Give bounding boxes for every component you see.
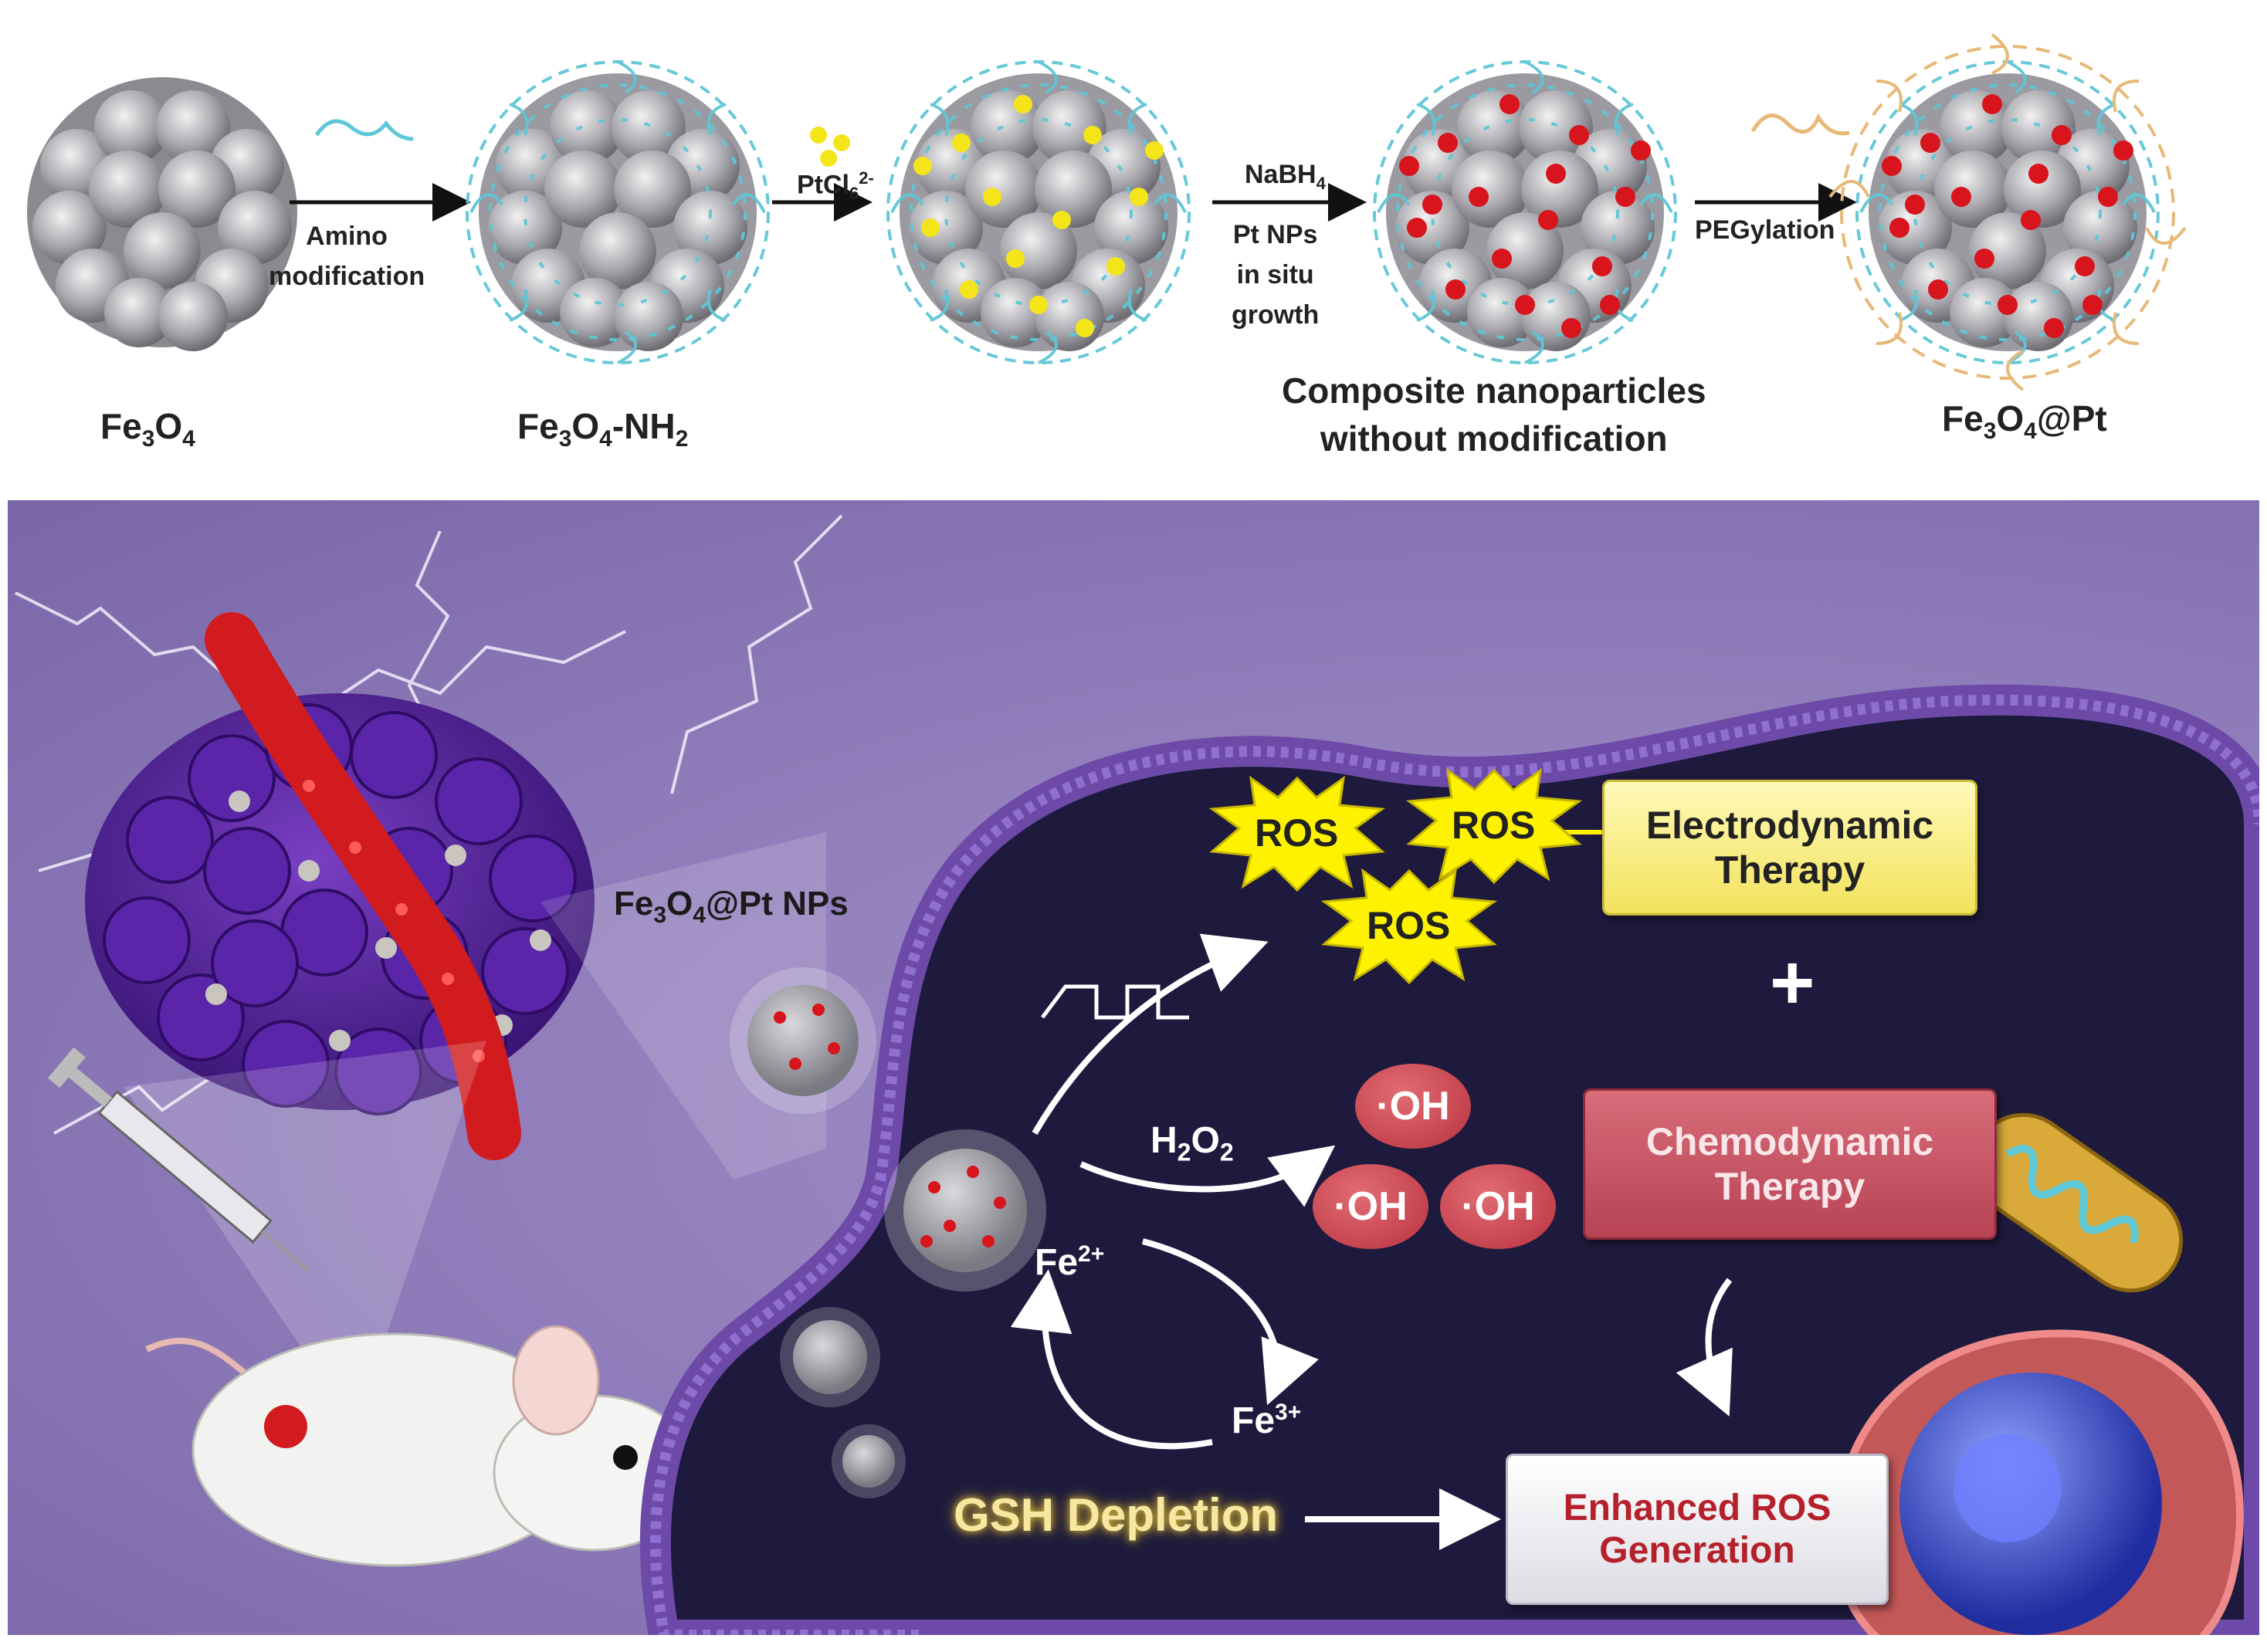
- arrow-fe3-to-fe2: [1010, 1269, 1213, 1450]
- nanoparticle-large: [884, 1129, 1046, 1291]
- label-h2o2: H2O2: [1150, 1120, 1234, 1166]
- composite-particle: [1373, 60, 1677, 364]
- syringe: [48, 1047, 310, 1273]
- amine-ligand-icon: [314, 119, 414, 141]
- step-ptcl: PtCl62-: [797, 168, 874, 204]
- ptcl-loaded-particle: [886, 60, 1191, 364]
- arrow-cdt-down: [1676, 1278, 1733, 1417]
- oh-bubble-2: ·OH: [1313, 1164, 1428, 1249]
- step-pegylation: PEGylation: [1695, 215, 1835, 245]
- arrow-fe2-to-fe3: [1141, 1238, 1319, 1406]
- nanoparticle-membrane: [730, 967, 876, 1114]
- plus-sign: +: [1770, 939, 1815, 1026]
- label-gsh-depletion: GSH Depletion: [954, 1489, 1279, 1541]
- label-fe3o4: Fe3O4: [100, 406, 195, 452]
- label-fe3: Fe3+: [1232, 1400, 1302, 1441]
- nanoparticle-small: [780, 1307, 880, 1407]
- ros-star-1: [1208, 775, 1386, 892]
- label-nps: Fe3O4@Pt NPs: [614, 885, 849, 928]
- arrow-to-ros: [1032, 933, 1269, 1136]
- fe3o4-nh2-particle: [466, 60, 770, 364]
- ros-star-2: [1405, 767, 1583, 885]
- step-nabh4: NaBH4: [1245, 160, 1326, 193]
- oh-bubble-3: ·OH: [1440, 1164, 1556, 1249]
- tumor-site-marker: [264, 1405, 307, 1448]
- label-fe3o4-nh2: Fe3O4-NH2: [517, 406, 689, 452]
- mouse: [145, 1325, 696, 1567]
- ros-text-3: ROS: [1367, 904, 1451, 947]
- nucleus: [1833, 1329, 2244, 1635]
- label-fe2: Fe2+: [1035, 1241, 1105, 1283]
- ros-star-3: [1320, 868, 1498, 985]
- mechanism-graphics: [15, 514, 2259, 1635]
- synthesis-graphics: [27, 33, 2187, 391]
- peg-chain-icon: [1750, 113, 1850, 136]
- blood-vessel: [205, 612, 521, 1160]
- label-fe3o4-pt: Fe3O4@Pt: [1942, 398, 2107, 445]
- tumor: [85, 612, 595, 1160]
- fe3o4-particle: [27, 77, 297, 351]
- ptcl-dot-icon: [810, 127, 827, 144]
- ros-text-1: ROS: [1255, 811, 1339, 855]
- arrow-to-oh: [1079, 1145, 1336, 1207]
- fe3o4-pt-particle: [1828, 33, 2187, 391]
- oh-bubble-1: ·OH: [1355, 1064, 1471, 1149]
- ros-text-2: ROS: [1452, 804, 1536, 847]
- nanoparticle-smallest: [832, 1424, 906, 1498]
